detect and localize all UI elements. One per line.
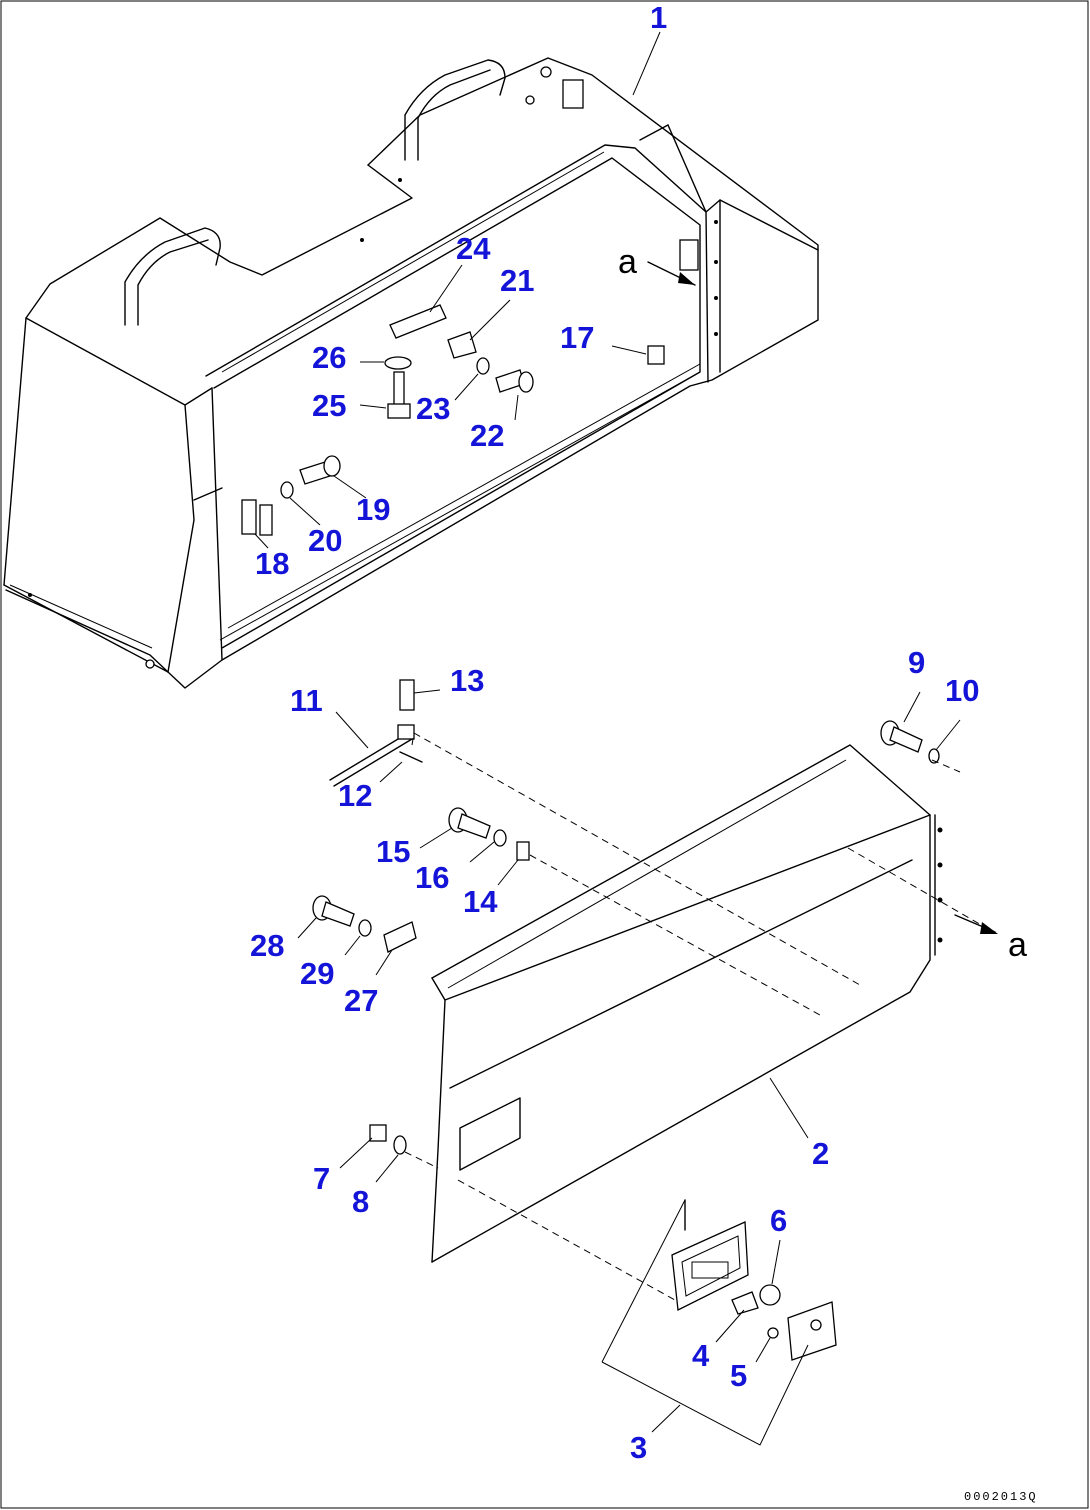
callout-8: 8 [352, 1184, 370, 1219]
callout-23: 23 [416, 391, 451, 426]
callout-17: 17 [560, 320, 595, 355]
callout-11: 11 [290, 683, 323, 718]
callout-28: 28 [250, 928, 285, 963]
callout-20: 20 [308, 523, 343, 558]
callout-6: 6 [770, 1203, 788, 1238]
callout-3: 3 [630, 1430, 648, 1465]
callout-16: 16 [415, 860, 450, 895]
callout-14: 14 [463, 884, 498, 919]
callout-5: 5 [730, 1358, 748, 1393]
callout-13: 13 [450, 663, 485, 698]
callout-26: 26 [312, 340, 347, 375]
drawing-code: 0002013Q [964, 1490, 1038, 1504]
callout-29: 29 [300, 956, 335, 991]
callout-25: 25 [312, 388, 347, 423]
callout-15: 15 [376, 834, 411, 869]
housing-hardware [280, 304, 665, 499]
view-arrow-label-upper: a [618, 243, 637, 281]
assembly-lines [404, 732, 991, 1301]
callout-4: 4 [692, 1338, 710, 1373]
callout-1: 1 [650, 0, 668, 35]
door-panel-part-2 [431, 744, 943, 1263]
callout-12: 12 [338, 778, 373, 813]
callout-7: 7 [313, 1161, 331, 1196]
callout-19: 19 [356, 492, 391, 527]
callout-22: 22 [470, 418, 505, 453]
view-arrows [647, 261, 998, 934]
callout-24: 24 [456, 231, 491, 266]
leader-lines [254, 31, 961, 1433]
callout-18: 18 [255, 546, 290, 581]
callout-21: 21 [500, 263, 535, 298]
callout-27: 27 [344, 983, 379, 1018]
callout-10: 10 [945, 673, 980, 708]
view-arrow-label-lower: a [1008, 926, 1027, 964]
lock-assembly-part-3 [601, 1199, 837, 1446]
door-hardware [312, 679, 940, 1155]
cover-housing-part-1 [3, 57, 819, 689]
callout-9: 9 [908, 645, 926, 680]
callout-2: 2 [812, 1136, 830, 1171]
